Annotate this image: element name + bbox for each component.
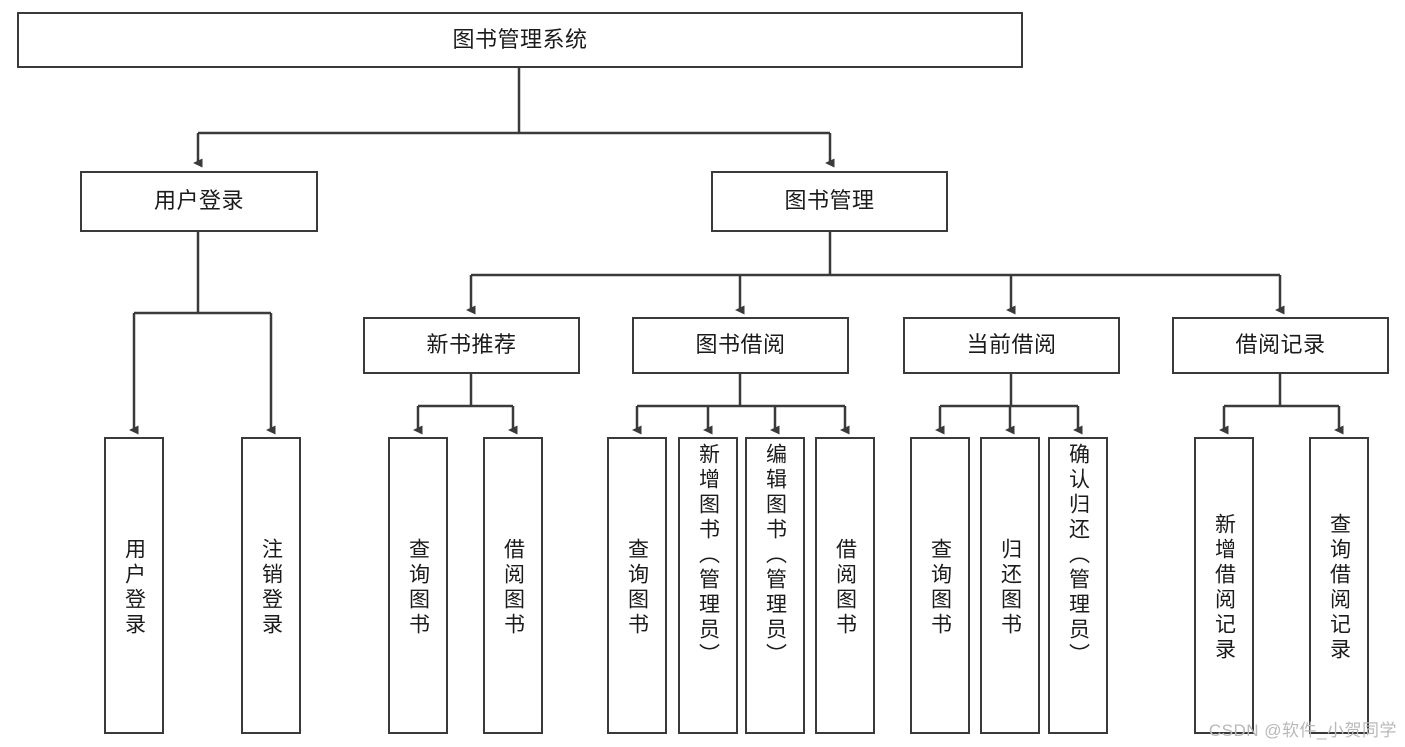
node-user-login[interactable]: 用户登录 [80,171,318,232]
node-root-label: 图书管理系统 [452,26,588,52]
node-leaf-borrow-book-2-label: 借阅图书 [833,537,857,638]
node-leaf-query-book-1-label: 查询图书 [406,537,430,638]
node-book-borrow[interactable]: 图书借阅 [632,317,849,374]
node-book-manage-label: 图书管理 [784,188,875,214]
node-borrow-record-label: 借阅记录 [1235,332,1326,358]
node-leaf-add-record-label: 新增借阅记录 [1212,512,1236,663]
node-book-borrow-label: 图书借阅 [695,332,786,358]
node-leaf-borrow-book-2[interactable]: 借阅图书 [815,437,875,734]
node-leaf-user-login[interactable]: 用户登录 [104,437,164,734]
node-leaf-confirm-return[interactable]: 确认归还（管理员） [1048,437,1108,734]
node-new-book-recommend[interactable]: 新书推荐 [363,317,580,374]
node-leaf-query-book-1[interactable]: 查询图书 [388,437,448,734]
node-leaf-edit-book-label: 编辑图书（管理员） [763,443,787,668]
node-leaf-confirm-return-label: 确认归还（管理员） [1066,443,1090,668]
node-leaf-logout[interactable]: 注销登录 [241,437,301,734]
node-current-borrow[interactable]: 当前借阅 [903,317,1120,374]
node-root[interactable]: 图书管理系统 [17,12,1023,68]
node-new-book-recommend-label: 新书推荐 [426,332,517,358]
node-leaf-query-record-label: 查询借阅记录 [1327,512,1351,663]
node-leaf-edit-book[interactable]: 编辑图书（管理员） [745,437,805,734]
node-current-borrow-label: 当前借阅 [966,332,1057,358]
node-leaf-borrow-book-1[interactable]: 借阅图书 [483,437,543,734]
node-leaf-return-book[interactable]: 归还图书 [980,437,1040,734]
node-leaf-query-book-3-label: 查询图书 [928,537,952,638]
node-leaf-add-record[interactable]: 新增借阅记录 [1194,437,1254,734]
node-book-manage[interactable]: 图书管理 [711,171,948,232]
node-leaf-return-book-label: 归还图书 [998,537,1022,638]
node-leaf-user-login-label: 用户登录 [122,537,146,638]
node-leaf-borrow-book-1-label: 借阅图书 [501,537,525,638]
node-leaf-query-book-2-label: 查询图书 [625,537,649,638]
node-leaf-add-book-label: 新增图书（管理员） [696,443,720,668]
node-user-login-label: 用户登录 [153,188,244,214]
node-leaf-logout-label: 注销登录 [259,537,283,638]
node-leaf-add-book[interactable]: 新增图书（管理员） [678,437,738,734]
node-leaf-query-record[interactable]: 查询借阅记录 [1309,437,1369,734]
node-leaf-query-book-3[interactable]: 查询图书 [910,437,970,734]
node-borrow-record[interactable]: 借阅记录 [1172,317,1389,374]
watermark-text: CSDN @软件_小贺同学 [1208,721,1397,740]
node-leaf-query-book-2[interactable]: 查询图书 [607,437,667,734]
